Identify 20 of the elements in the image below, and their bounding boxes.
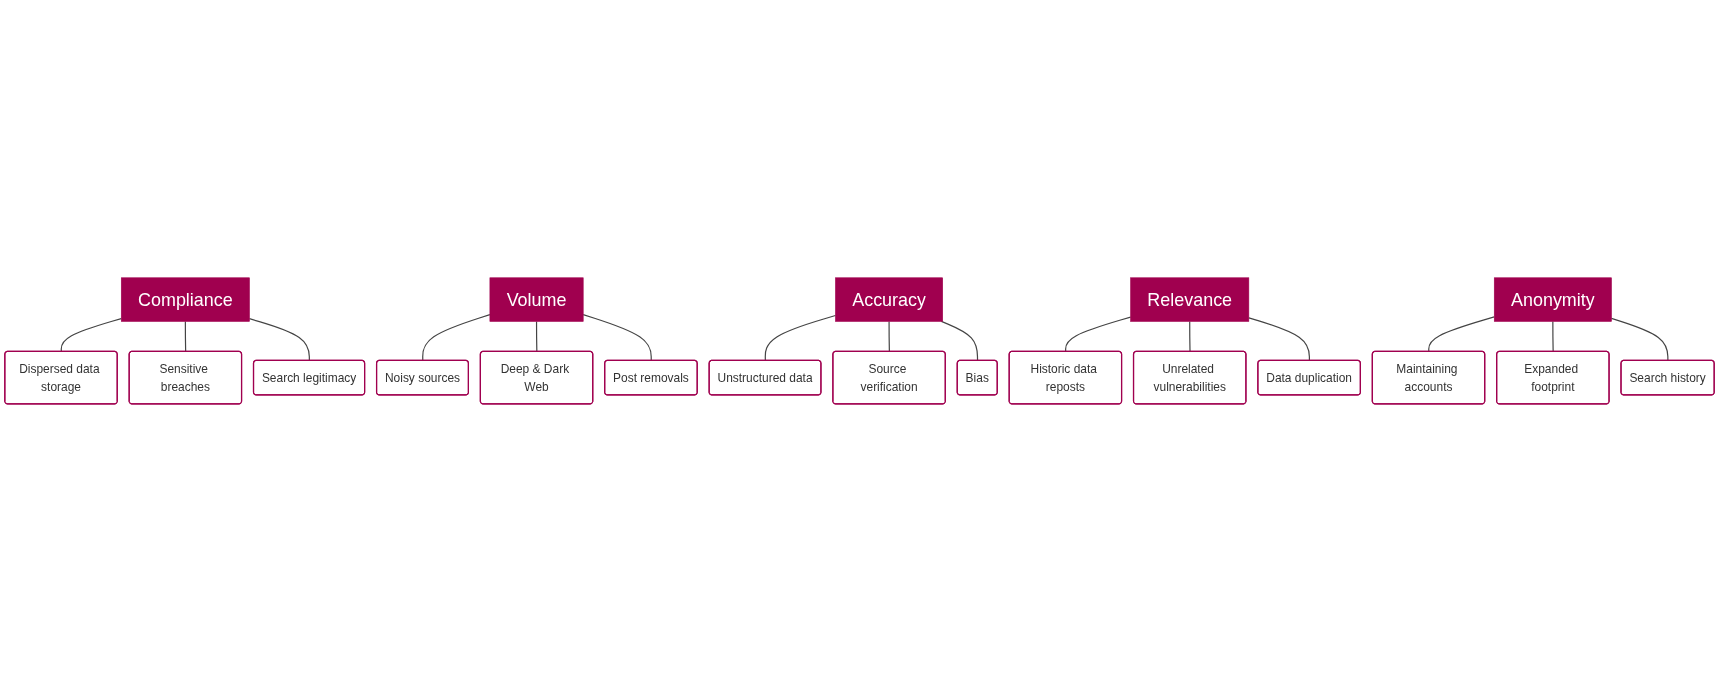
connector [422, 313, 491, 361]
connector [1189, 320, 1191, 352]
connector [764, 314, 837, 361]
connector [60, 317, 122, 352]
connector [888, 320, 890, 352]
connector [940, 320, 979, 361]
connector [1248, 316, 1310, 361]
connector [184, 320, 187, 352]
node-box: Compliance [120, 277, 250, 322]
connector [1552, 320, 1554, 352]
connector [1610, 317, 1669, 361]
connector [1065, 316, 1132, 352]
node-box: Relevance [1130, 277, 1250, 322]
node-box: Volume [489, 277, 584, 322]
connector [535, 320, 538, 352]
connector [1428, 315, 1495, 352]
connector [582, 313, 652, 361]
node-box: Accuracy [835, 277, 943, 322]
node-box: Anonymity [1493, 277, 1612, 322]
connector [248, 317, 310, 361]
